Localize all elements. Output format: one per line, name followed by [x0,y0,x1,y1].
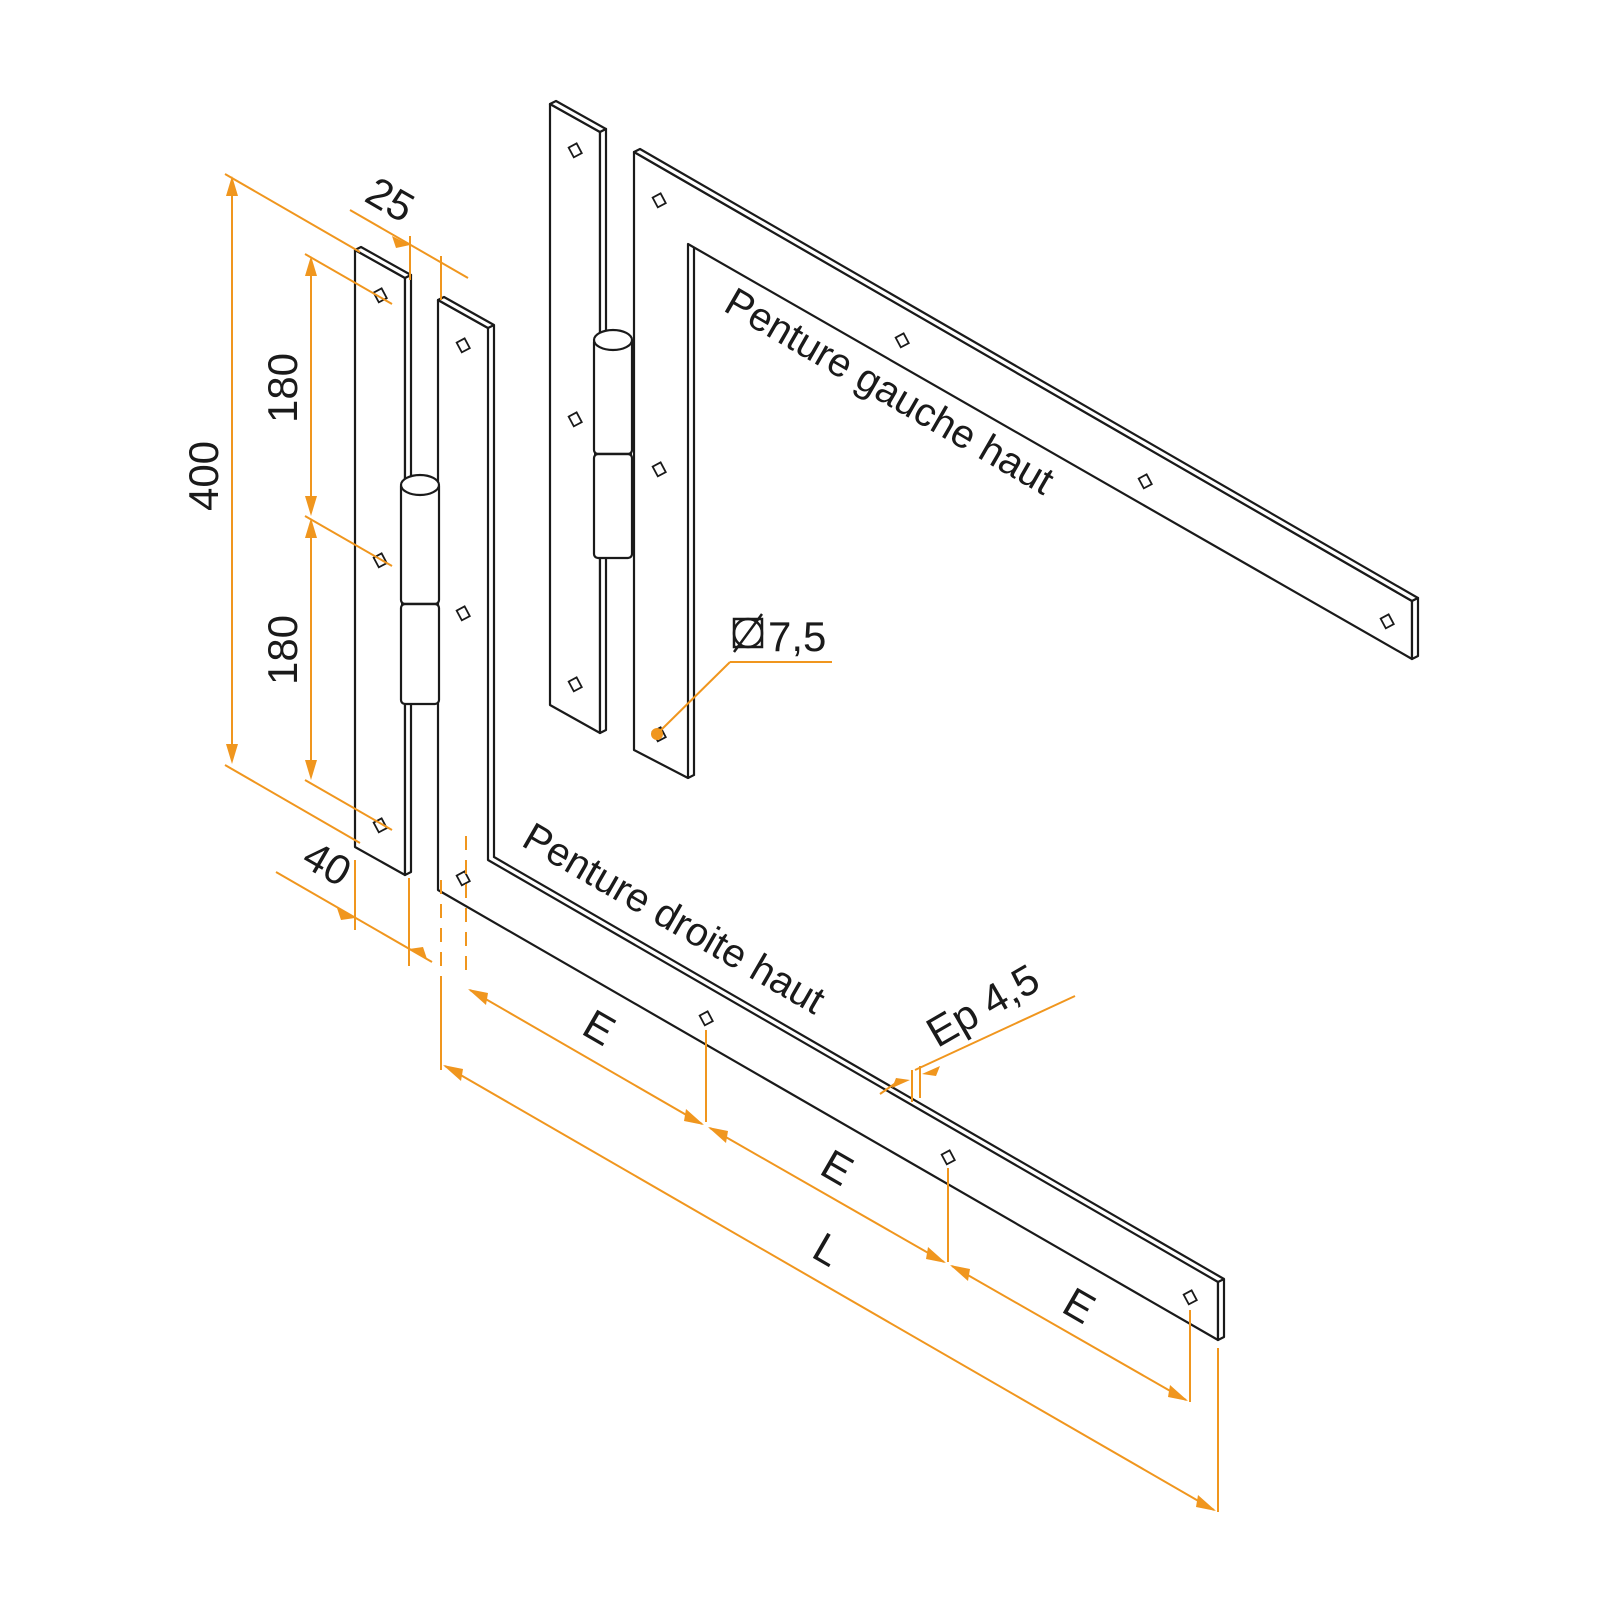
left-strap-hole-4 [1379,613,1395,630]
dimension-spacing-lower: 180 [259,518,393,831]
left-hinge-strap [632,147,1420,780]
diameter-icon [732,613,764,653]
left-hinge-knuckle [592,328,634,560]
left-strap-hole-2 [894,332,910,349]
hole-spacing-2-value: E [813,1140,861,1195]
total-length-value: L [805,1223,849,1275]
right-hinge-knuckle [399,473,441,706]
gond-width-value: 40 [295,831,359,895]
dimension-height-total: 400 [180,173,361,844]
dimension-thickness: Ep 4,5 [879,955,1076,1102]
hole-spacing-1-value: E [575,1000,623,1055]
hole-diameter-value: 7,5 [768,613,826,660]
left-strap-hole-5 [651,461,667,478]
dimension-hole-diameter: 7,5 [651,613,832,740]
gap-width-value: 25 [358,167,422,231]
left-gond-hole-top [567,142,583,159]
spacing-upper-value: 180 [259,353,306,423]
hole-spacing-3-value: E [1055,1278,1103,1333]
thickness-value: Ep 4,5 [918,955,1047,1056]
strap-hole-2 [455,605,471,622]
strap-hole-6 [1182,1289,1198,1306]
left-gond-hole-middle [567,411,583,428]
strap-hole-1 [455,337,471,354]
height-total-value: 400 [180,441,227,511]
strap-hole-4 [698,1010,714,1027]
spacing-lower-value: 180 [259,615,306,685]
right-hinge-strap [436,295,1226,1342]
strap-hole-3 [455,870,471,887]
dimension-spacing-upper: 180 [259,253,393,567]
left-gond-hole-bottom [567,676,583,693]
left-strap-hole-3 [1137,473,1153,490]
left-strap-hole-1 [651,192,667,209]
strap-hole-5 [940,1149,956,1166]
